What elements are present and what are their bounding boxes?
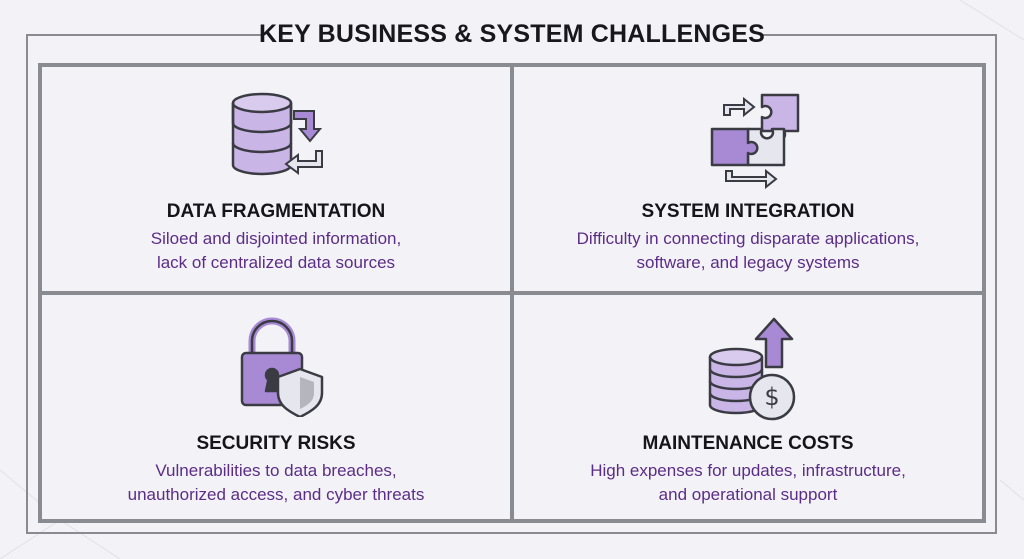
card-description-line: unauthorized access, and cyber threats [127,485,425,504]
card-description-line: Difficulty in connecting disparate appli… [576,229,920,248]
database-sync-icon [231,92,323,176]
page-title: KEY BUSINESS & SYSTEM CHALLENGES [258,19,766,48]
card-title: DATA FRAGMENTATION [166,201,386,222]
coins-dollar-arrow-icon: $ [708,317,796,421]
card-system-integration: SYSTEM INTEGRATION Difficulty in connect… [514,67,982,291]
card-description-line: Vulnerabilities to data breaches, [155,461,397,480]
card-description-line: High expenses for updates, infrastructur… [590,461,906,480]
card-title: SYSTEM INTEGRATION [641,201,855,222]
card-description-line: and operational support [658,485,838,504]
card-title: SECURITY RISKS [196,433,356,454]
puzzle-pieces-icon [710,93,800,189]
card-description-line: Siloed and disjointed information, [150,229,402,248]
card-description: High expenses for updates, infrastructur… [514,459,982,507]
card-title: MAINTENANCE COSTS [642,433,854,454]
card-description: Siloed and disjointed information, lack … [42,227,510,275]
title-wrap: KEY BUSINESS & SYSTEM CHALLENGES [258,14,766,54]
card-data-fragmentation: DATA FRAGMENTATION Siloed and disjointed… [42,67,510,291]
card-description: Difficulty in connecting disparate appli… [514,227,982,275]
card-description: Vulnerabilities to data breaches, unauth… [42,459,510,507]
card-description-line: software, and legacy systems [636,253,860,272]
padlock-shield-icon [240,317,324,417]
card-description-line: lack of centralized data sources [156,253,396,272]
card-maintenance-costs: $ MAINTENANCE COSTS High expenses for up… [514,295,982,519]
challenges-grid: DATA FRAGMENTATION Siloed and disjointed… [38,63,986,523]
card-security-risks: SECURITY RISKS Vulnerabilities to data b… [42,295,510,519]
svg-text:$: $ [764,383,779,411]
